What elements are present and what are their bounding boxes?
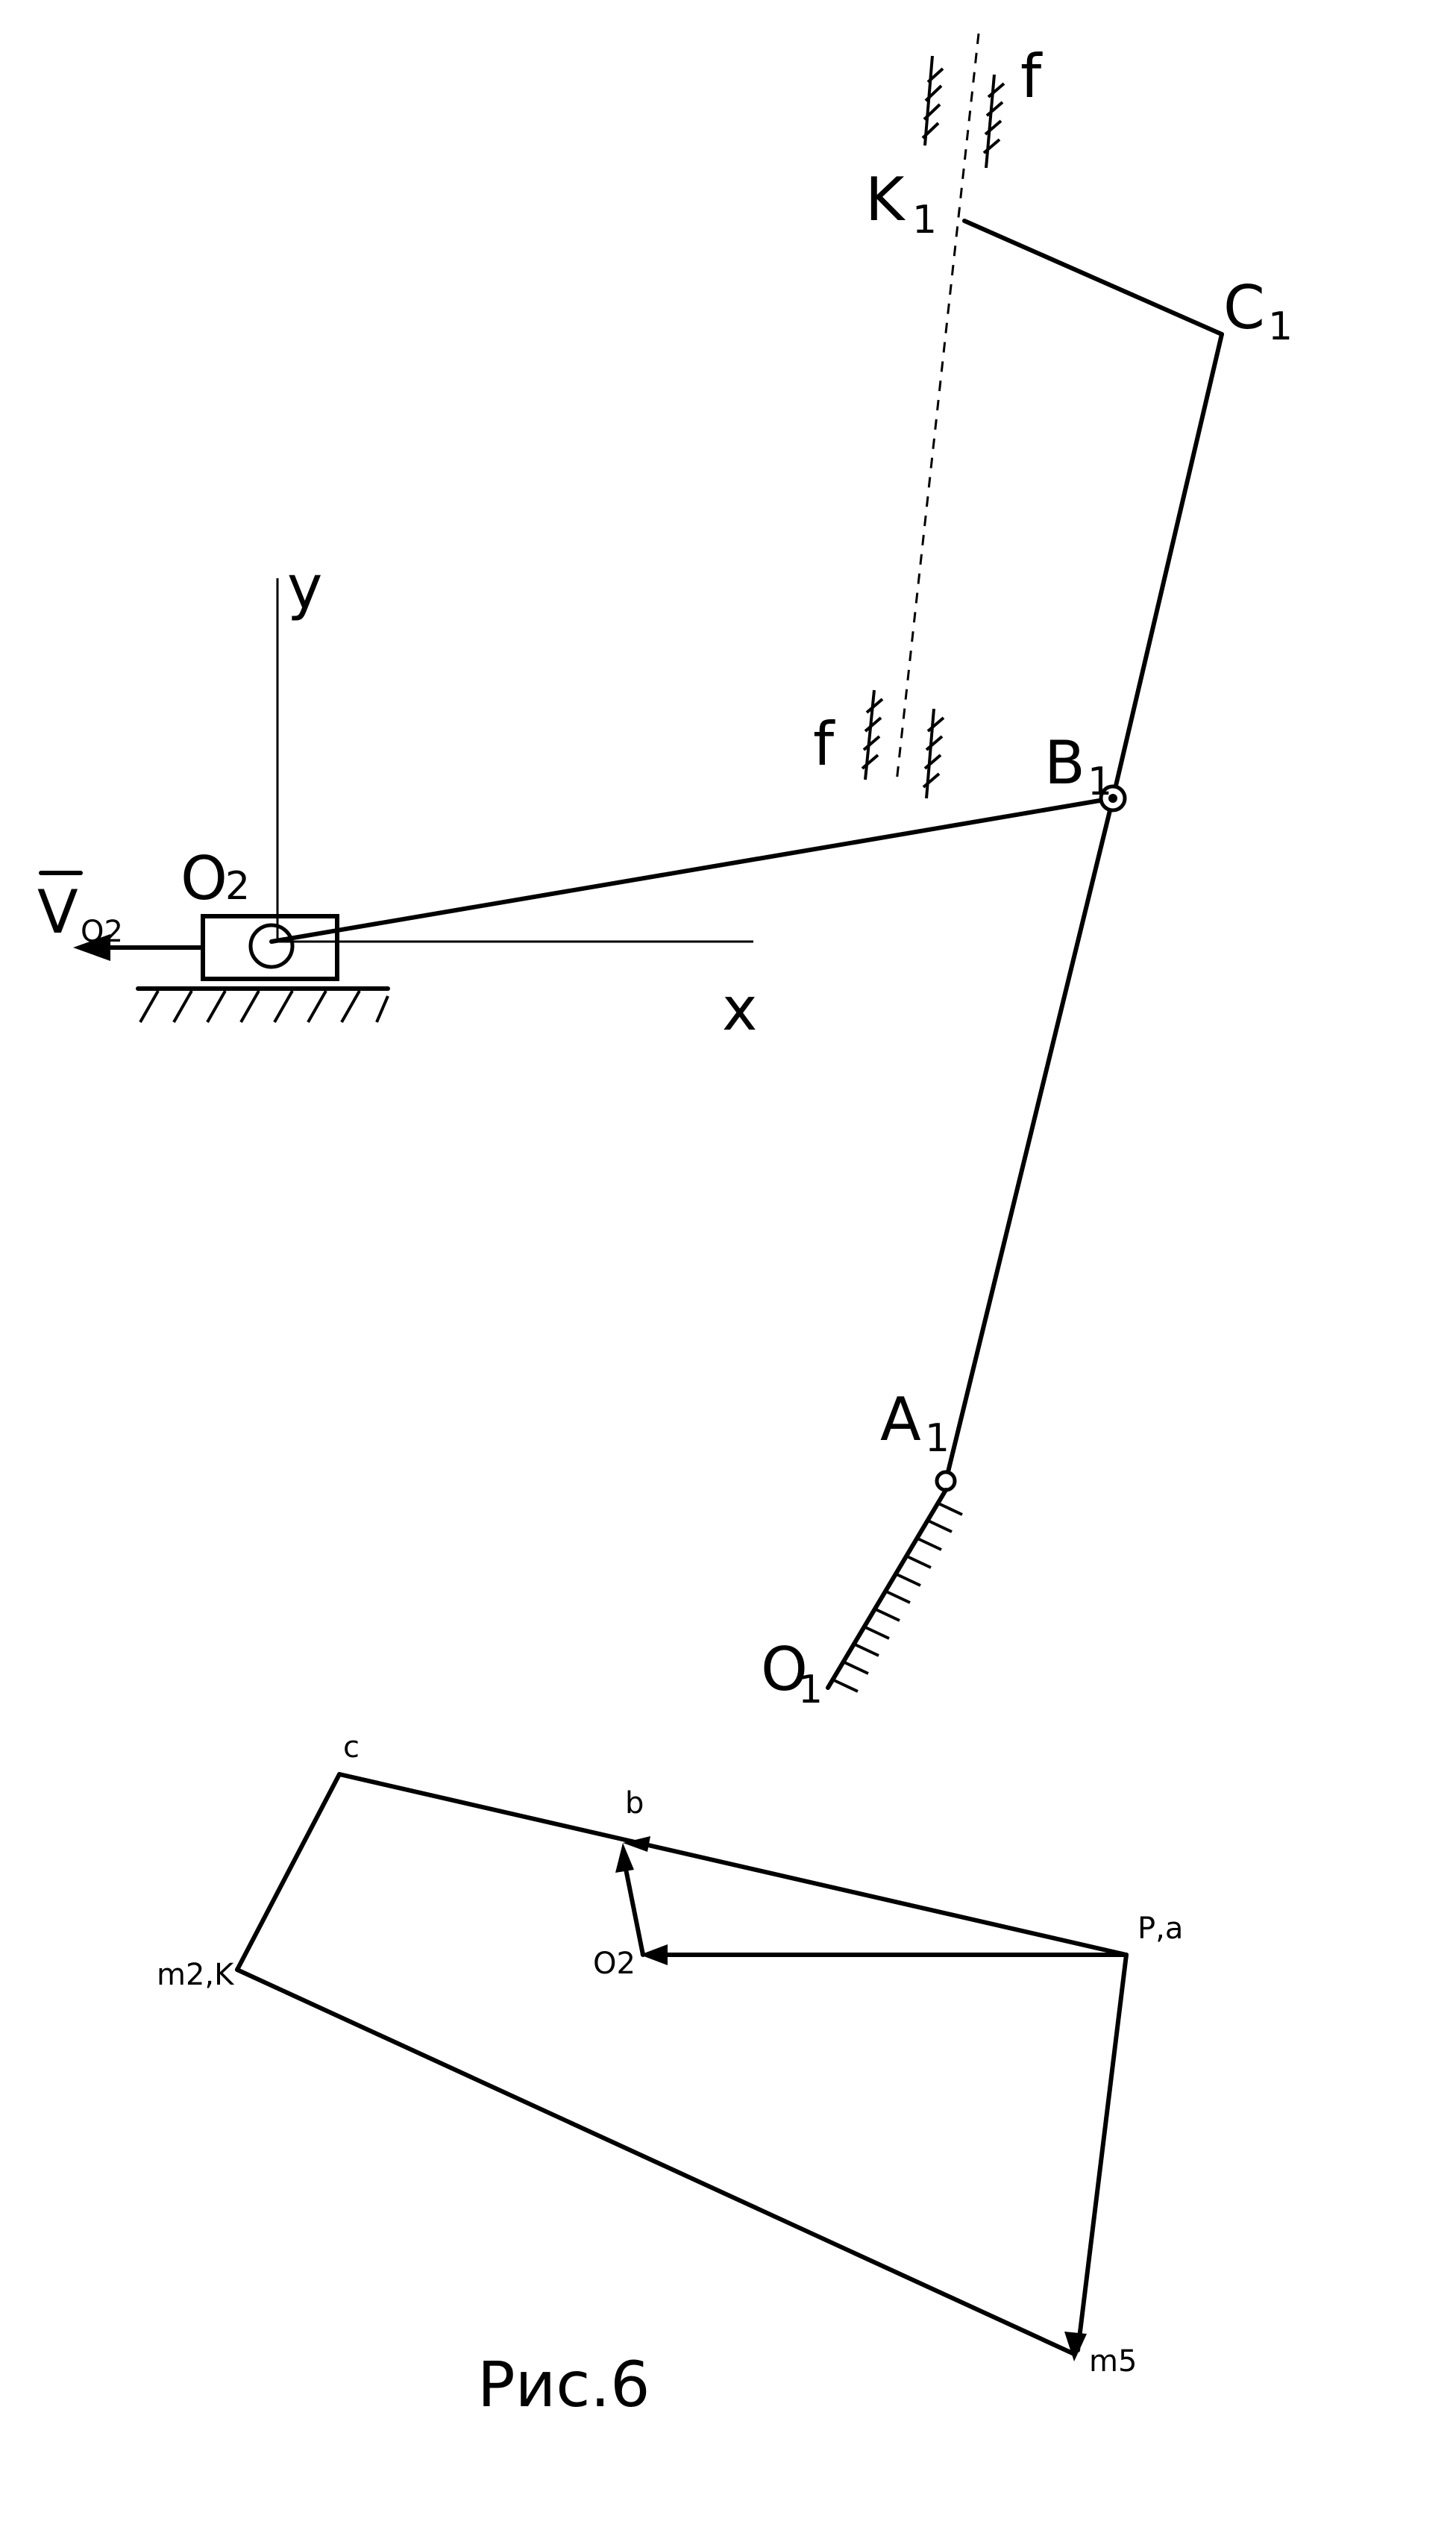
label-f-mid: f <box>813 710 835 779</box>
plan-line-c-m2k <box>235 1772 342 1972</box>
label-k1: K <box>865 165 906 234</box>
plan-arrow-o2 <box>640 1944 668 1965</box>
label-axis-y: y <box>287 553 322 622</box>
plan-label-o2: O2 <box>593 1947 636 1981</box>
link-k1-c1 <box>962 219 1224 336</box>
plan-arrow-b-on-line <box>623 1836 650 1852</box>
label-c1-sub: 1 <box>1268 304 1293 349</box>
plan-line-c-pa <box>337 1772 1129 1957</box>
plan-label-m5: m5 <box>1089 2344 1137 2379</box>
link-b1-a1 <box>944 796 1115 1483</box>
label-b1: B <box>1044 728 1085 798</box>
label-o2-sub: 2 <box>225 864 250 909</box>
label-k1-sub: 1 <box>912 198 937 242</box>
plan-label-m2k: m2,K <box>157 1958 235 1992</box>
link-c1-b1 <box>1111 332 1224 801</box>
label-b1-sub: 1 <box>1088 760 1112 804</box>
guide-line <box>895 33 980 783</box>
ground-support-o1 <box>826 1488 963 1693</box>
link-o2-b1 <box>269 796 1115 944</box>
label-velocity: V <box>37 877 78 947</box>
label-velocity-sub: O2 <box>81 915 123 949</box>
joint-a1 <box>935 1470 957 1492</box>
joint-b1 <box>1099 784 1127 813</box>
velocity-plan <box>235 1772 1129 2361</box>
plan-label-c: c <box>343 1730 360 1765</box>
bottom-guide-hatching <box>861 689 945 799</box>
plan-arrow-b <box>615 1843 634 1873</box>
label-o1: O <box>761 1635 808 1704</box>
label-f-top: f <box>1020 42 1043 111</box>
label-a1: A <box>880 1385 921 1454</box>
label-o2: O <box>181 844 228 913</box>
ground-o2 <box>136 986 390 1023</box>
label-c1: C <box>1223 273 1265 342</box>
label-o1-sub: 1 <box>798 1668 823 1712</box>
label-a1-sub: 1 <box>925 1416 950 1461</box>
plan-arrow-m5 <box>1064 2332 1087 2361</box>
plan-label-pa: P,a <box>1138 1912 1183 1946</box>
plan-line-m2k-m5 <box>235 1967 1076 2356</box>
label-axis-x: x <box>722 974 757 1044</box>
plan-line-o2-b <box>623 1863 645 1957</box>
figure-caption: Рис.6 <box>477 2348 650 2421</box>
top-guide-hatching <box>921 55 1005 169</box>
plan-line-pa-m5 <box>1076 1953 1129 2352</box>
plan-label-b: b <box>625 1786 644 1820</box>
joint-o2 <box>248 923 295 969</box>
velocity-arrow-o2 <box>39 871 205 961</box>
